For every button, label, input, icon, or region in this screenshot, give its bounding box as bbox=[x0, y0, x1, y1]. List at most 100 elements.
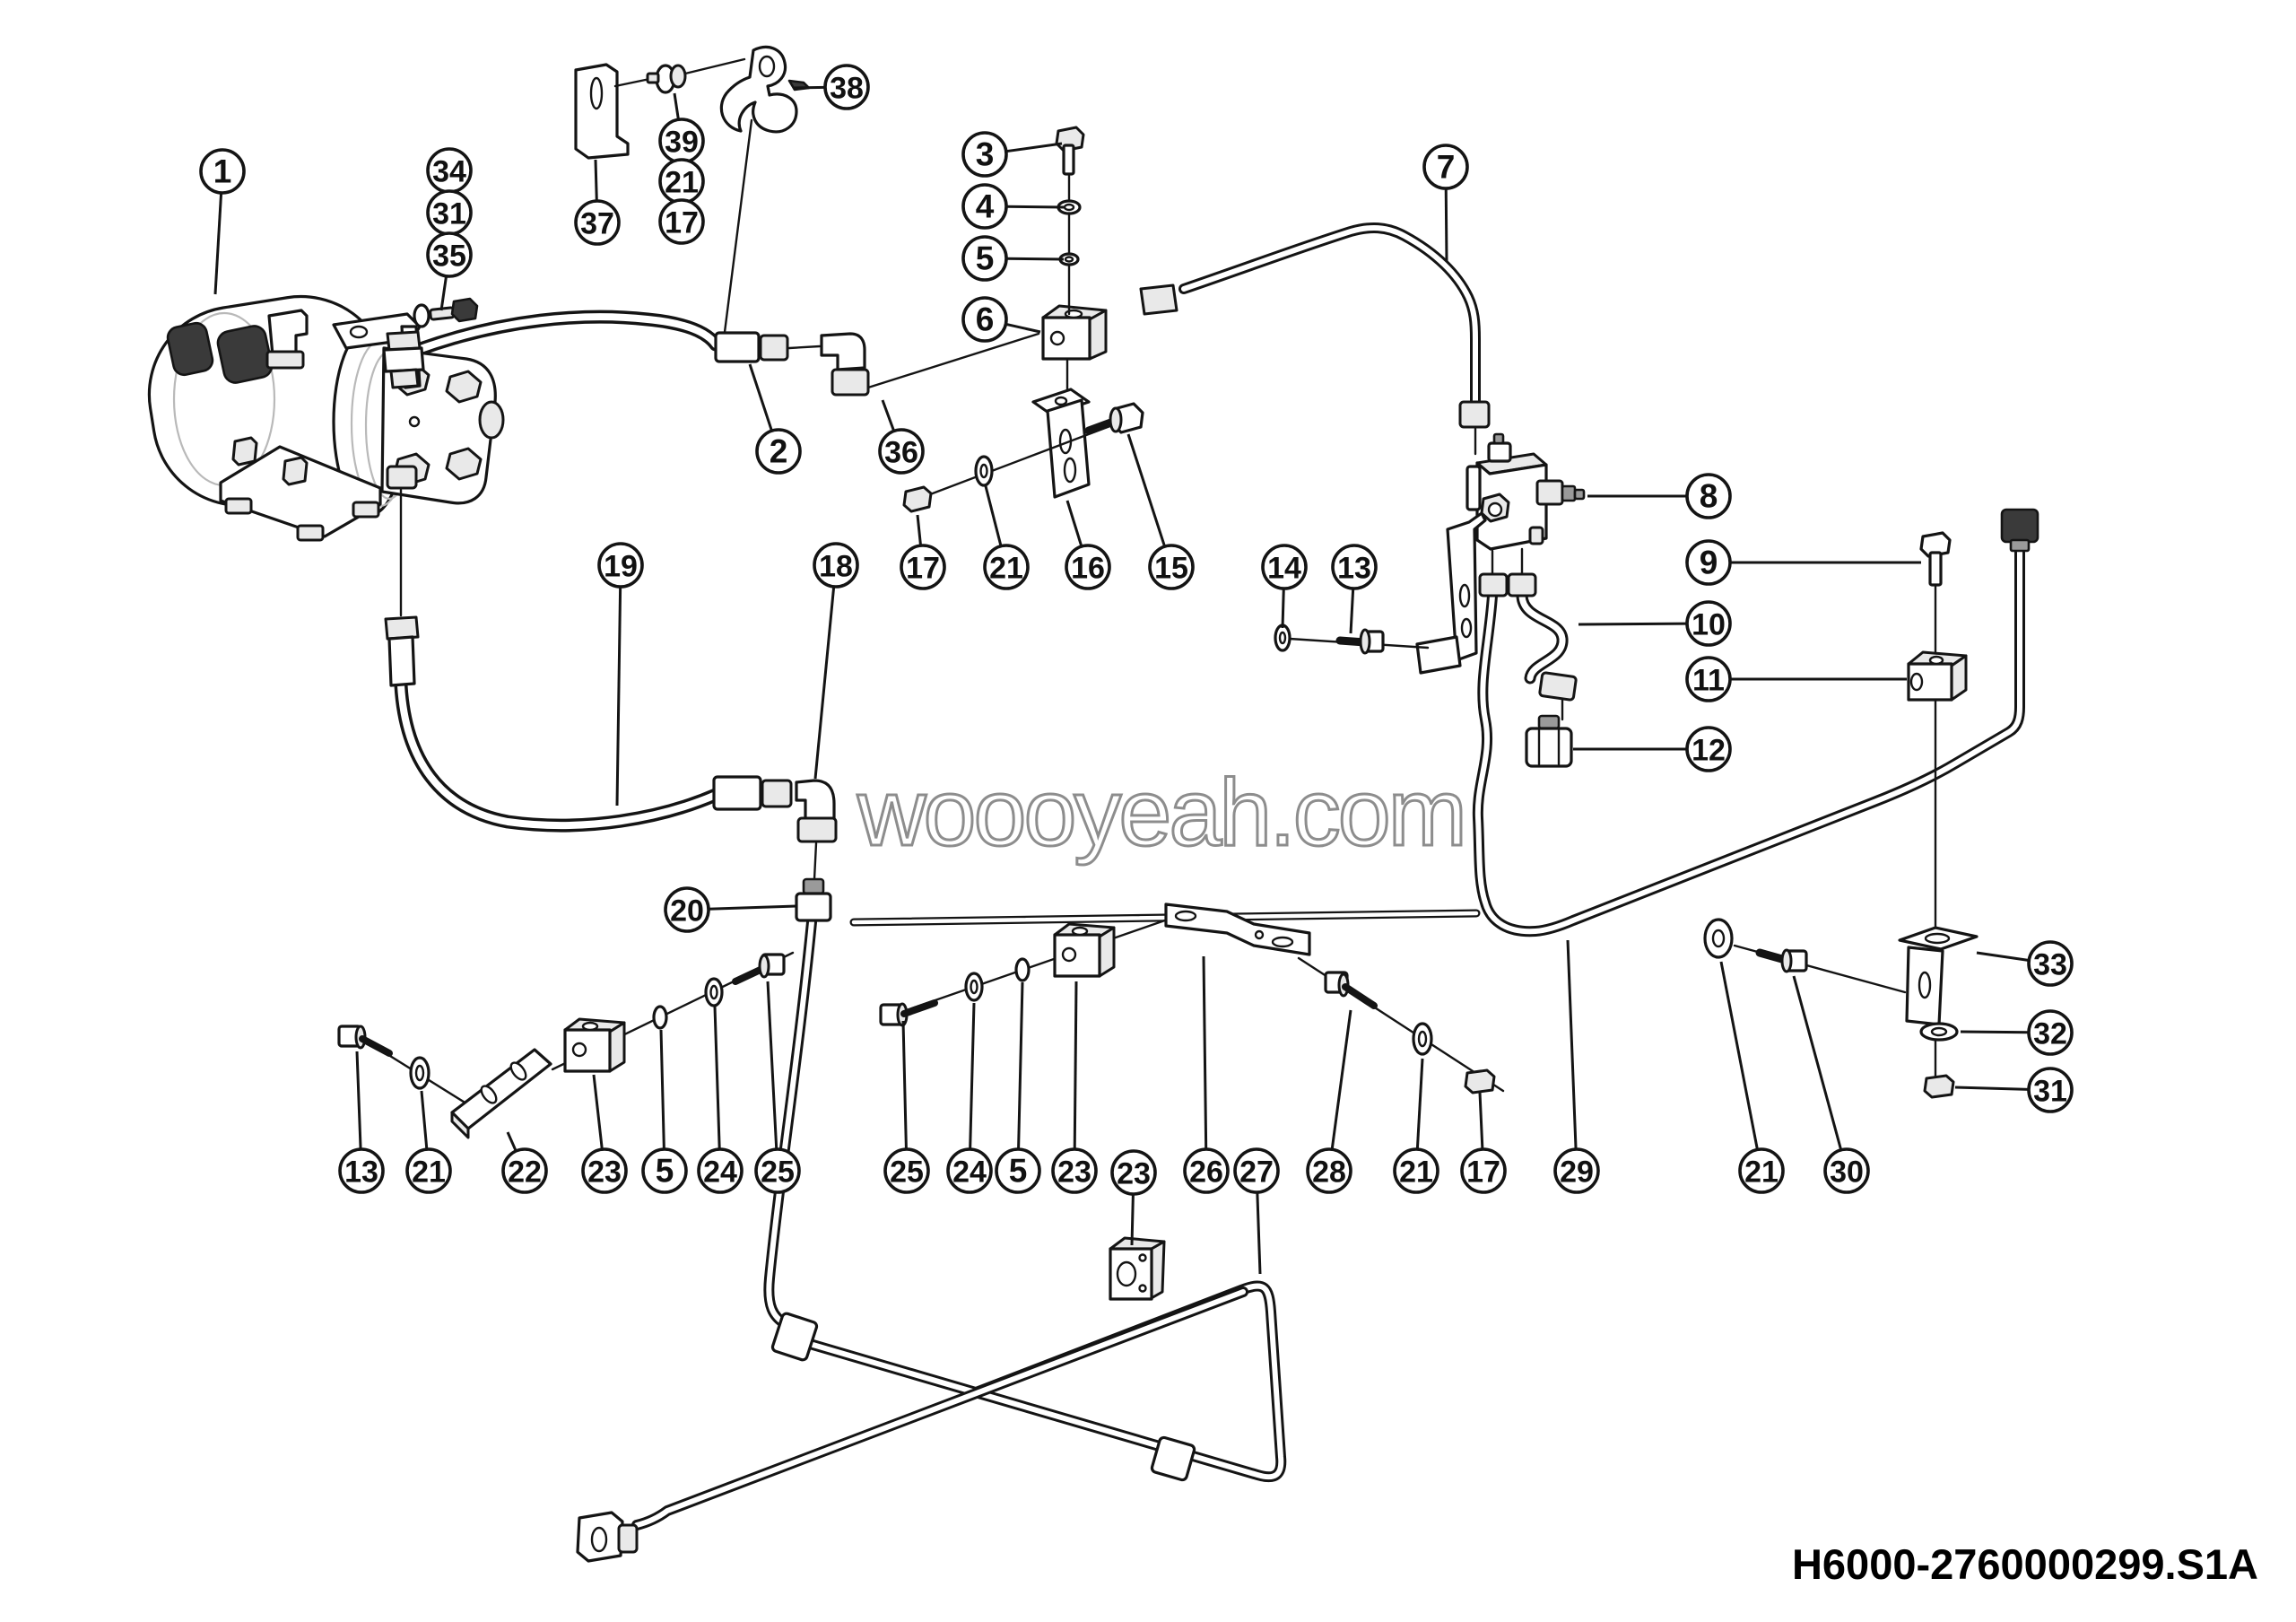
callout-24[interactable]: 24 bbox=[946, 1147, 993, 1194]
callout-36[interactable]: 36 bbox=[878, 428, 925, 475]
callout-3[interactable]: 3 bbox=[961, 131, 1008, 178]
callout-38[interactable]: 38 bbox=[823, 64, 870, 110]
fitting-7 bbox=[1139, 283, 1178, 316]
callout-2[interactable]: 2 bbox=[755, 428, 802, 475]
callout-26[interactable]: 26 bbox=[1183, 1147, 1230, 1194]
svg-text:31: 31 bbox=[432, 197, 466, 231]
callout-12[interactable]: 12 bbox=[1685, 726, 1732, 772]
callout-39[interactable]: 39 bbox=[658, 118, 705, 164]
callout-14[interactable]: 14 bbox=[1261, 544, 1308, 590]
callout-17[interactable]: 17 bbox=[900, 544, 946, 590]
svg-text:35: 35 bbox=[432, 240, 466, 274]
callout-19[interactable]: 19 bbox=[597, 542, 644, 589]
callout-35[interactable]: 35 bbox=[426, 231, 473, 278]
pump-terminal-icon bbox=[166, 321, 214, 377]
svg-text:28: 28 bbox=[1312, 1155, 1346, 1190]
callout-23[interactable]: 23 bbox=[1110, 1149, 1157, 1196]
clamp-38 bbox=[719, 45, 811, 134]
svg-text:3: 3 bbox=[976, 136, 995, 173]
callout-8[interactable]: 8 bbox=[1685, 473, 1732, 519]
leader-line-22 bbox=[506, 1131, 517, 1152]
line-2-group bbox=[714, 126, 1108, 397]
svg-text:21: 21 bbox=[1399, 1155, 1433, 1190]
callout-31[interactable]: 31 bbox=[2027, 1067, 2074, 1113]
hose-19 bbox=[397, 682, 719, 830]
svg-text:24: 24 bbox=[952, 1155, 987, 1190]
svg-text:6: 6 bbox=[976, 301, 995, 338]
callout-23[interactable]: 23 bbox=[581, 1147, 628, 1194]
callout-15[interactable]: 15 bbox=[1148, 544, 1195, 590]
svg-text:23: 23 bbox=[1057, 1155, 1091, 1190]
tube-20-lower bbox=[766, 920, 814, 1336]
flange-nut bbox=[576, 1511, 639, 1563]
callout-21[interactable]: 21 bbox=[1738, 1147, 1785, 1194]
leader-line-13 bbox=[355, 1051, 362, 1150]
svg-text:34: 34 bbox=[432, 155, 466, 189]
svg-text:5: 5 bbox=[656, 1153, 674, 1190]
svg-text:30: 30 bbox=[1830, 1155, 1864, 1190]
svg-text:12: 12 bbox=[1692, 734, 1726, 768]
callout-5[interactable]: 5 bbox=[961, 235, 1008, 282]
callout-21[interactable]: 21 bbox=[983, 544, 1030, 590]
fitting-2 bbox=[714, 331, 761, 363]
washer-5b bbox=[652, 1005, 668, 1030]
suction-line-group bbox=[384, 615, 838, 922]
callout-25[interactable]: 25 bbox=[754, 1147, 801, 1194]
svg-text:20: 20 bbox=[670, 894, 704, 929]
callout-11[interactable]: 11 bbox=[1685, 656, 1732, 702]
nut-17 bbox=[902, 485, 933, 513]
callout-22[interactable]: 22 bbox=[501, 1147, 548, 1194]
callout-29[interactable]: 29 bbox=[1553, 1147, 1600, 1194]
svg-text:22: 22 bbox=[508, 1155, 542, 1190]
callout-5[interactable]: 5 bbox=[641, 1147, 688, 1194]
callout-24[interactable]: 24 bbox=[697, 1147, 744, 1194]
bottom-pipes-group bbox=[576, 1312, 1196, 1563]
callout-13[interactable]: 13 bbox=[338, 1147, 385, 1194]
callout-32[interactable]: 32 bbox=[2027, 1009, 2074, 1056]
hose-19 bbox=[394, 678, 723, 833]
valve-8-group bbox=[1139, 283, 1586, 768]
watermark: woooyeah.com bbox=[857, 760, 1465, 866]
leader-line-21 bbox=[1415, 1058, 1424, 1150]
callout-16[interactable]: 16 bbox=[1065, 544, 1111, 590]
nut-17b bbox=[1464, 1068, 1496, 1094]
callout-21[interactable]: 21 bbox=[405, 1147, 452, 1194]
callout-21[interactable]: 21 bbox=[658, 158, 705, 205]
clamp-11 bbox=[1907, 650, 1968, 702]
callout-20[interactable]: 20 bbox=[664, 886, 710, 933]
tube-cap bbox=[2000, 508, 2039, 544]
svg-text:21: 21 bbox=[1744, 1155, 1779, 1190]
callout-17[interactable]: 17 bbox=[658, 198, 705, 245]
svg-text:2: 2 bbox=[770, 433, 788, 470]
callout-31[interactable]: 31 bbox=[426, 189, 473, 236]
tubes-layer bbox=[394, 222, 2025, 1530]
callout-23[interactable]: 23 bbox=[1051, 1147, 1098, 1194]
callout-21[interactable]: 21 bbox=[1393, 1147, 1439, 1194]
callout-13[interactable]: 13 bbox=[1331, 544, 1378, 590]
callout-18[interactable]: 18 bbox=[813, 542, 859, 589]
callout-30[interactable]: 30 bbox=[1823, 1147, 1870, 1194]
callout-33[interactable]: 33 bbox=[2027, 940, 2074, 987]
callout-1[interactable]: 1 bbox=[199, 148, 246, 195]
callout-28[interactable]: 28 bbox=[1306, 1147, 1352, 1194]
svg-text:25: 25 bbox=[761, 1155, 795, 1190]
svg-text:7: 7 bbox=[1437, 149, 1456, 186]
callout-17[interactable]: 17 bbox=[1460, 1147, 1507, 1194]
fitting-f1 bbox=[770, 1312, 819, 1362]
callout-27[interactable]: 27 bbox=[1233, 1147, 1280, 1194]
pump-terminal-icon bbox=[216, 325, 274, 384]
callout-7[interactable]: 7 bbox=[1422, 144, 1469, 190]
callout-25[interactable]: 25 bbox=[883, 1147, 930, 1194]
callout-34[interactable]: 34 bbox=[426, 147, 473, 194]
callout-6[interactable]: 6 bbox=[961, 296, 1008, 343]
leader-line-18 bbox=[813, 586, 836, 780]
callout-10[interactable]: 10 bbox=[1685, 600, 1732, 647]
callout-9[interactable]: 9 bbox=[1685, 539, 1732, 586]
callout-37[interactable]: 37 bbox=[574, 199, 621, 246]
bracket-37 bbox=[574, 63, 630, 160]
callout-5[interactable]: 5 bbox=[995, 1147, 1041, 1194]
svg-text:16: 16 bbox=[1071, 552, 1105, 586]
callout-4[interactable]: 4 bbox=[961, 183, 1008, 230]
svg-text:13: 13 bbox=[344, 1155, 378, 1190]
